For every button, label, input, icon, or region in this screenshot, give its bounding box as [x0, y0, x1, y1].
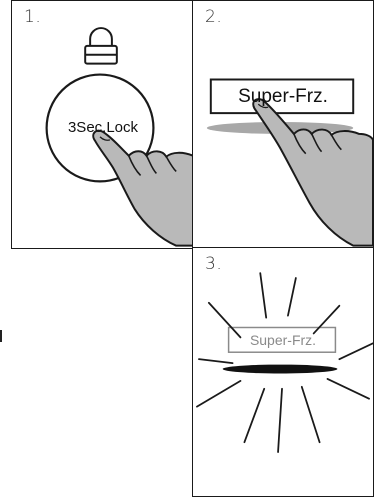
padlock-icon — [84, 27, 118, 65]
step-1-illustration — [45, 27, 193, 247]
superfrz-button-box-dim — [227, 326, 337, 353]
step-3-illustration — [196, 272, 373, 453]
step-2-panel: 2. Super-Frz. — [192, 0, 374, 249]
superfrz-button-label: Super-Frz. — [238, 86, 328, 107]
button-shadow-dark — [222, 364, 338, 374]
step-2-illustration — [206, 78, 373, 247]
edge-mark — [0, 330, 2, 342]
step-1-panel: 1. 3Sec.Lock — [11, 0, 194, 249]
step-3-panel: 3. Super-Frz. — [192, 247, 374, 497]
step-number: 1. — [24, 7, 42, 27]
pressing-hand-icon — [92, 129, 193, 247]
lock-button-label: 3Sec.Lock — [67, 119, 139, 136]
pressing-hand-icon — [252, 98, 373, 247]
superfrz-button-label-activated: Super-Frz. — [249, 332, 317, 348]
superfrz-button-box — [209, 78, 355, 115]
activation-burst — [196, 272, 373, 453]
step-number: 3. — [205, 254, 223, 274]
step-number: 2. — [205, 7, 223, 27]
